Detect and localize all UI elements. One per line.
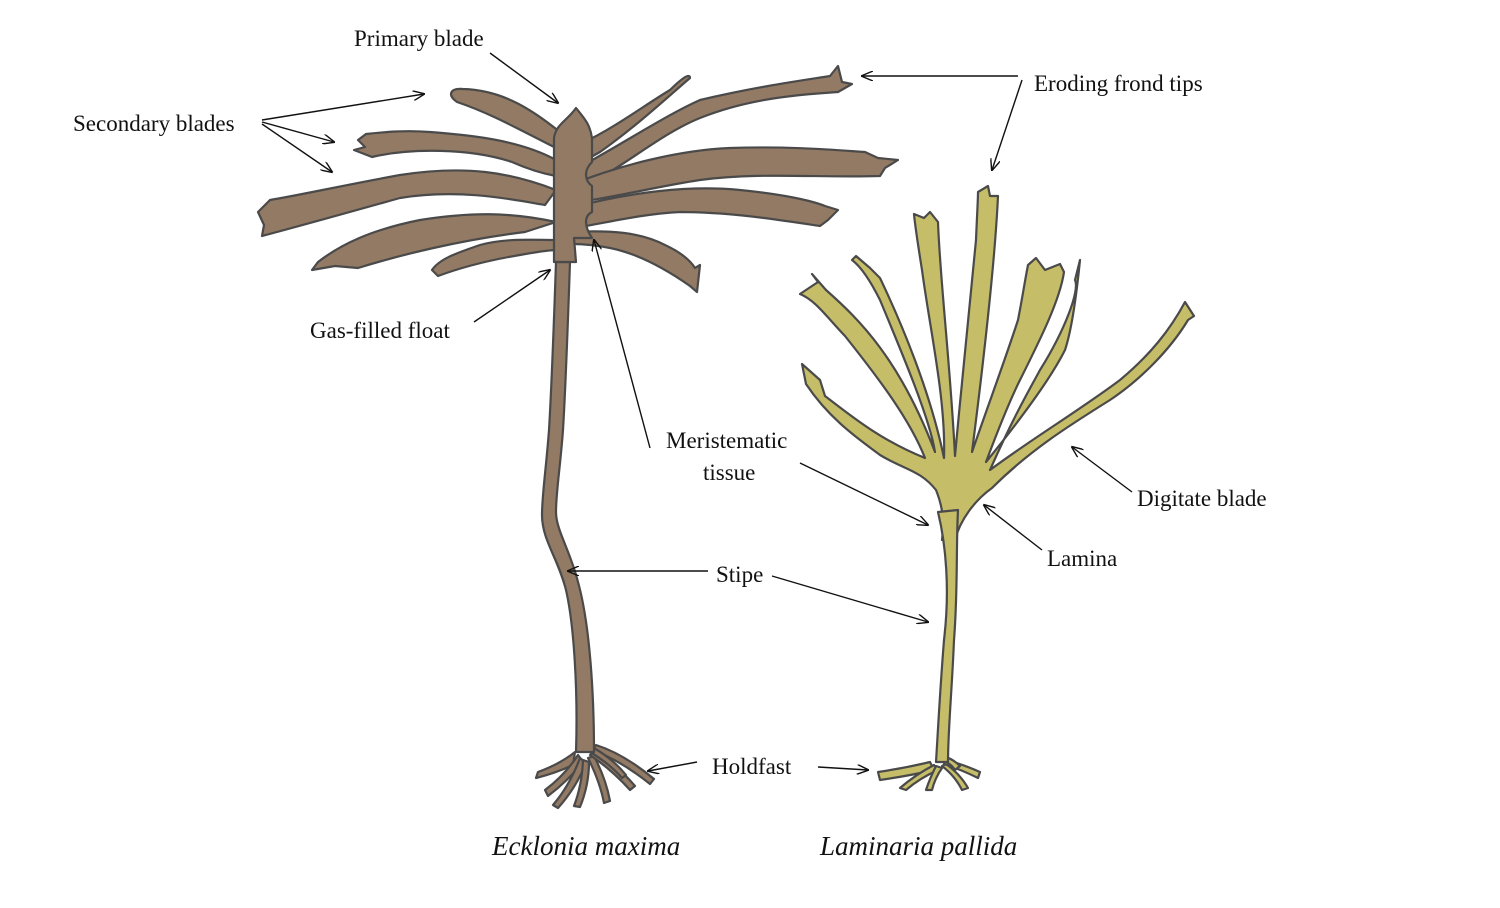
label-meristematic-tissue-line1: Meristematic <box>666 428 787 453</box>
labels: Primary blade Secondary blades Eroding f… <box>73 26 1267 861</box>
secondary-blades-arrow-1 <box>261 94 424 121</box>
laminaria-digitate-lamina <box>798 184 1196 542</box>
ecklonia-secondary-blade <box>310 213 558 272</box>
ecklonia-primary-blade-float <box>552 106 594 264</box>
ecklonia-secondary-blade <box>570 230 702 294</box>
arrows <box>261 52 1133 771</box>
holdfast-arrow-left <box>648 761 698 771</box>
primary-blade-arrow <box>489 52 558 103</box>
lamina-arrow <box>984 505 1043 551</box>
holdfast-arrow-right <box>817 767 868 770</box>
ecklonia-secondary-blade <box>568 187 840 230</box>
laminaria-holdfast <box>876 754 982 792</box>
ecklonia-fill-group <box>256 64 900 810</box>
digitate-blade-arrow <box>1072 447 1133 493</box>
ecklonia-secondary-blade <box>352 130 558 178</box>
species-name-laminaria: Laminaria pallida <box>819 831 1017 861</box>
secondary-blades-arrow-3 <box>261 123 332 172</box>
label-gas-filled-float: Gas-filled float <box>310 318 450 343</box>
ecklonia-secondary-blade <box>568 146 900 204</box>
laminaria-pallida-illustration <box>798 184 1196 792</box>
label-digitate-blade: Digitate blade <box>1137 486 1267 511</box>
label-meristematic-tissue-line2: tissue <box>703 460 755 485</box>
ecklonia-secondary-blade <box>256 169 558 238</box>
stipe-arrow-right <box>771 575 928 622</box>
secondary-blades-arrow-2 <box>261 121 334 142</box>
ecklonia-maxima-illustration <box>256 64 900 810</box>
species-name-ecklonia: Ecklonia maxima <box>491 831 680 861</box>
ecklonia-stipe <box>540 260 596 754</box>
ecklonia-secondary-blade <box>430 238 560 278</box>
laminaria-stipe <box>934 508 960 764</box>
ecklonia-secondary-blade <box>568 64 854 184</box>
label-eroding-frond-tips: Eroding frond tips <box>1034 71 1203 96</box>
meristematic-tissue-arrow-1 <box>594 240 651 449</box>
label-lamina: Lamina <box>1047 546 1117 571</box>
laminaria-fill-group <box>798 184 1196 792</box>
label-holdfast: Holdfast <box>712 754 792 779</box>
ecklonia-holdfast <box>534 743 656 810</box>
gas-filled-float-arrow <box>473 270 550 323</box>
eroding-tips-arrow-2 <box>992 79 1023 170</box>
ecklonia-secondary-blade <box>449 87 567 150</box>
label-secondary-blades: Secondary blades <box>73 111 235 136</box>
label-primary-blade: Primary blade <box>354 26 484 51</box>
meristematic-tissue-arrow-2 <box>799 462 928 525</box>
label-stipe: Stipe <box>716 562 763 587</box>
